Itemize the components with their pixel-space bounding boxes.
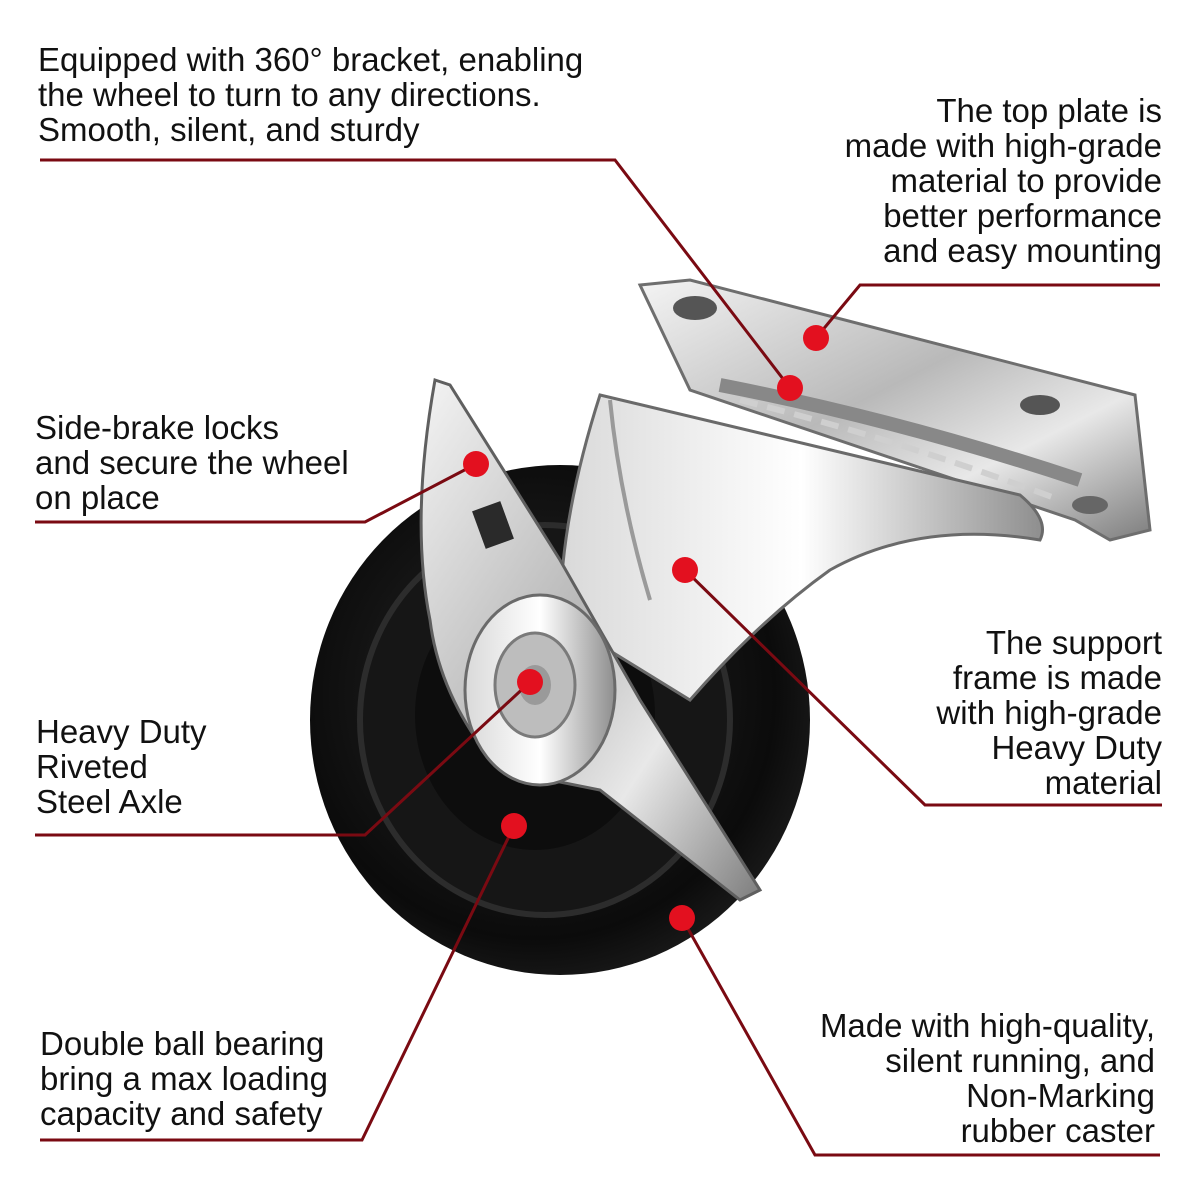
marker-brake (463, 451, 489, 477)
callout-support-frame: The support frame is made with high-grad… (936, 624, 1162, 801)
marker-swivel (777, 375, 803, 401)
callout-top-plate: The top plate is made with high-grade ma… (844, 92, 1162, 269)
marker-support-frame (672, 557, 698, 583)
callout-brake: Side-brake locks and secure the wheel on… (35, 409, 349, 516)
leader-line-support-frame (683, 568, 1162, 807)
callout-axle: Heavy Duty Riveted Steel Axle (36, 713, 207, 820)
marker-rubber (669, 905, 695, 931)
callout-bearing: Double ball bearing bring a max loading … (40, 1025, 329, 1132)
leader-line-brake (35, 462, 477, 524)
top-plate (637, 278, 1152, 542)
leader-line-axle (35, 680, 532, 837)
leader-lines (35, 158, 1162, 1157)
callout-swivel: Equipped with 360° bracket, enabling the… (38, 41, 584, 148)
leader-line-top-plate (814, 283, 1160, 339)
callout-rubber: Made with high-quality, silent running, … (819, 1007, 1155, 1149)
marker-axle (517, 669, 543, 695)
marker-bearing (501, 813, 527, 839)
support-frame (558, 393, 1044, 702)
marker-top-plate (803, 325, 829, 351)
markers (463, 325, 829, 931)
leader-line-rubber (680, 917, 1160, 1157)
leader-line-swivel (40, 158, 792, 389)
leader-line-bearing (40, 825, 516, 1142)
